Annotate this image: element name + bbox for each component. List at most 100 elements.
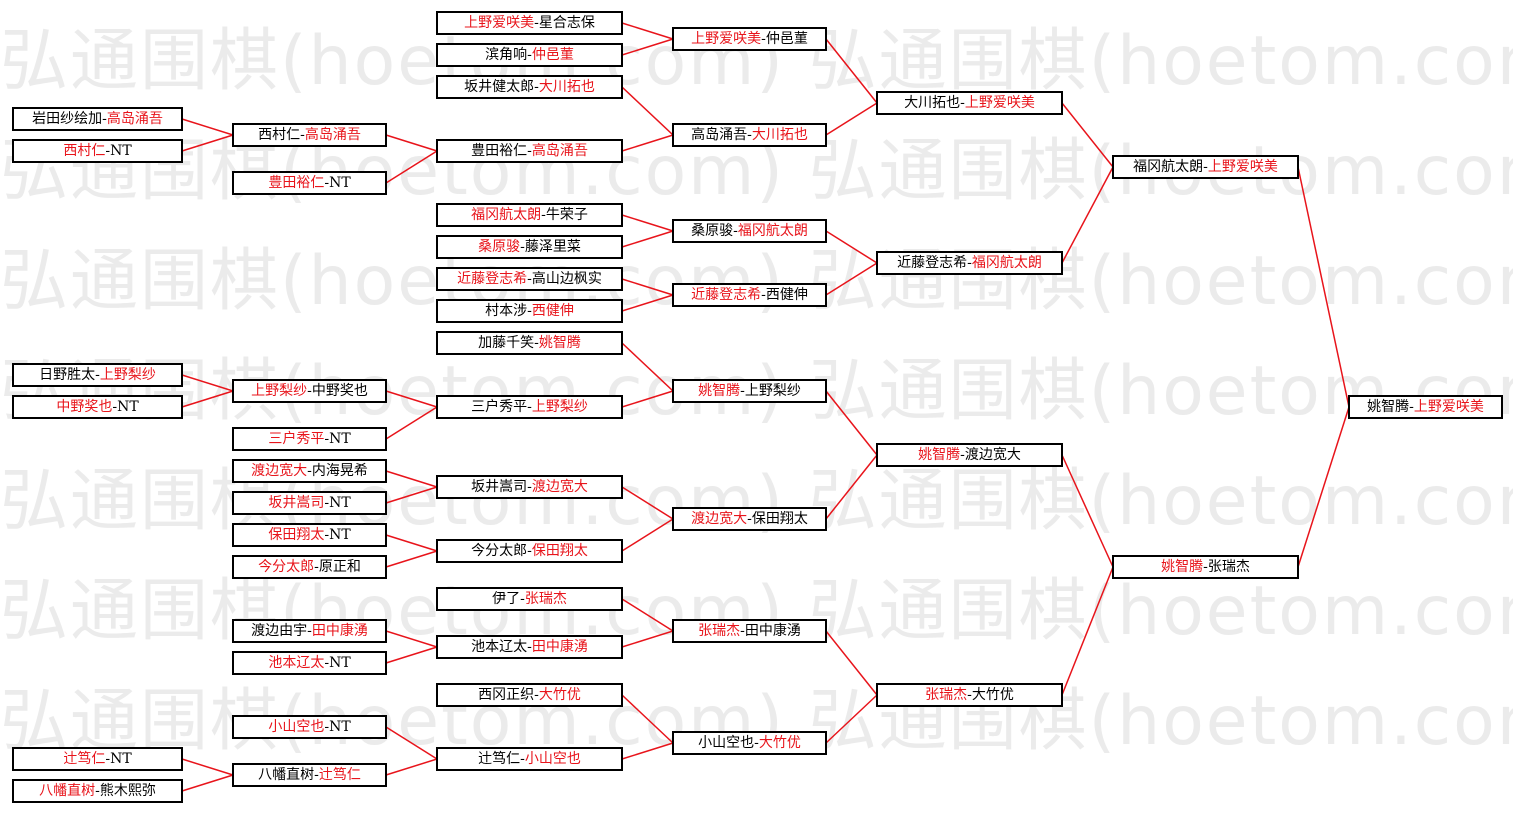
vs-dash: - (1203, 559, 1208, 575)
vs-dash: - (314, 767, 319, 783)
vs-dash: - (527, 303, 532, 319)
vs-dash: - (1203, 159, 1208, 175)
match-box: 小山空也-大竹优 (672, 731, 827, 755)
vs-dash: - (324, 527, 330, 543)
player-two-name: 大川拓也 (538, 79, 595, 95)
vs-dash: - (761, 31, 766, 47)
vs-dash: - (105, 143, 111, 159)
vs-dash: - (527, 271, 532, 287)
bracket-connector-line (385, 630, 438, 648)
vs-dash: - (761, 287, 766, 303)
match-box: 渡边宽大-保田翔太 (672, 507, 827, 531)
bracket-connector-line (825, 102, 878, 136)
player-one-name: 中野奖也 (56, 399, 113, 415)
match-box: 近藤登志希-福冈航太朗 (876, 251, 1063, 275)
match-box: 桑原骏-藤泽里菜 (436, 235, 623, 259)
player-one-name: 桑原骏 (691, 223, 734, 239)
bracket-connector-line (621, 342, 674, 392)
player-two-name: 西健伸 (531, 303, 574, 319)
player-two-name: 高山边枫实 (531, 271, 602, 287)
bracket-connector-line (385, 550, 438, 568)
bracket-connector-line (385, 390, 438, 408)
player-two-name: 内海晃希 (311, 463, 368, 479)
bracket-connector-line (825, 230, 878, 264)
vs-dash: - (105, 751, 111, 767)
match-box: 三户秀平-上野梨纱 (436, 395, 623, 419)
player-two-name: 仲邑菫 (531, 47, 574, 63)
match-box: 姚智腾-上野爱咲美 (1348, 395, 1503, 419)
player-one-name: 渡边宽大 (691, 511, 748, 527)
player-two-name: 藤泽里菜 (524, 239, 581, 255)
match-box: 大川拓也-上野爱咲美 (876, 91, 1063, 115)
bracket-connector-line (621, 86, 674, 136)
player-one-name: 西冈正织 (478, 687, 535, 703)
player-one-name: 坂井嵩司 (471, 479, 528, 495)
player-two-name: NT (329, 495, 351, 511)
player-one-name: 小山空也 (268, 719, 325, 735)
player-two-name: 上野爱咲美 (964, 95, 1035, 111)
player-two-name: 田中康湧 (311, 623, 368, 639)
match-box: 三户秀平-NT (232, 427, 387, 451)
bracket-connector-line (385, 150, 438, 184)
bracket-connector-line (1061, 566, 1114, 696)
player-one-name: 姚智腾 (1161, 559, 1204, 575)
bracket-connector-line (385, 646, 438, 664)
vs-dash: - (967, 255, 972, 271)
vs-dash: - (95, 367, 100, 383)
player-one-name: 上野梨纱 (251, 383, 308, 399)
vs-dash: - (324, 175, 330, 191)
match-box: 福冈航太朗-上野爱咲美 (1112, 155, 1299, 179)
player-one-name: 渡边由宇 (251, 623, 308, 639)
bracket-connector-line (181, 118, 234, 136)
bracket-connector-line (825, 262, 878, 296)
match-box: 张瑞杰-大竹优 (876, 683, 1063, 707)
player-two-name: NT (329, 719, 351, 735)
bracket-connector-line (385, 486, 438, 504)
player-two-name: 上野梨纱 (531, 399, 588, 415)
match-box: 姚智腾-上野梨纱 (672, 379, 827, 403)
bracket-connector-line (1061, 102, 1114, 168)
bracket-connector-line (1061, 454, 1114, 568)
bracket-connector-line (621, 598, 674, 632)
match-box: 八幡直树-熊木熙弥 (12, 779, 183, 803)
match-box: 西冈正织-大竹优 (436, 683, 623, 707)
player-two-name: 高岛涌吾 (531, 143, 588, 159)
player-one-name: 上野爱咲美 (464, 15, 535, 31)
player-one-name: 福冈航太朗 (471, 207, 542, 223)
player-two-name: NT (110, 143, 132, 159)
match-box: 八幡直树-辻笃仁 (232, 763, 387, 787)
vs-dash: - (527, 47, 532, 63)
player-two-name: 上野梨纱 (99, 367, 156, 383)
bracket-connector-line (385, 470, 438, 488)
match-box: 上野梨纱-中野奖也 (232, 379, 387, 403)
player-two-name: 牛荣子 (545, 207, 588, 223)
player-two-name: 仲邑菫 (765, 31, 808, 47)
bracket-connector-line (621, 630, 674, 648)
bracket-connector-line (621, 694, 674, 744)
match-box: 保田翔太-NT (232, 523, 387, 547)
vs-dash: - (534, 15, 539, 31)
player-two-name: 西健伸 (765, 287, 808, 303)
player-one-name: 西村仁 (258, 127, 301, 143)
bracket-connector-line (825, 454, 878, 520)
player-two-name: 辻笃仁 (318, 767, 361, 783)
player-one-name: 村本涉 (485, 303, 528, 319)
player-two-name: NT (329, 527, 351, 543)
vs-dash: - (747, 511, 752, 527)
bracket-connector-line (181, 374, 234, 392)
player-one-name: 伊了 (492, 591, 521, 607)
bracket-connector-line (825, 390, 878, 456)
bracket-connector-line (1297, 406, 1350, 568)
player-two-name: 上野爱咲美 (1207, 159, 1278, 175)
match-box: 坂井嵩司-渡边宽大 (436, 475, 623, 499)
match-box: 张瑞杰-田中康湧 (672, 619, 827, 643)
match-box: 岩田纱绘加-高岛涌吾 (12, 107, 183, 131)
bracket-connector-line (1061, 166, 1114, 264)
vs-dash: - (324, 431, 330, 447)
player-one-name: 豊田裕仁 (268, 175, 325, 191)
player-one-name: 姚智腾 (918, 447, 961, 463)
match-box: 辻笃仁-小山空也 (436, 747, 623, 771)
player-two-name: 星合志保 (538, 15, 595, 31)
match-box: 村本涉-西健伸 (436, 299, 623, 323)
player-one-name: 上野爱咲美 (691, 31, 762, 47)
